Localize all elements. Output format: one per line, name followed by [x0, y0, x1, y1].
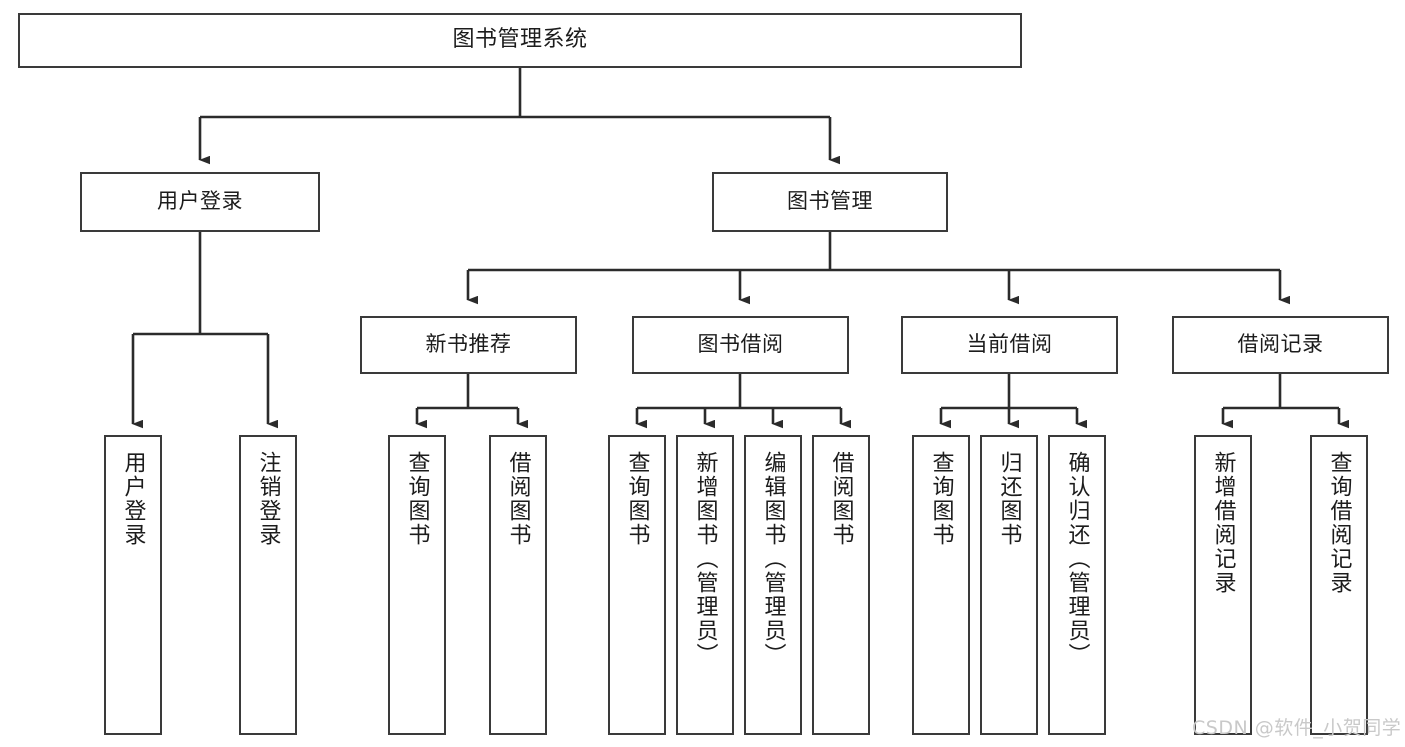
- node-leaf-edit-book[interactable]: 编辑图书（管理员）: [744, 435, 802, 735]
- node-label: 图书管理系统: [452, 27, 588, 53]
- node-user-login[interactable]: 用户登录: [80, 172, 320, 232]
- node-label: 归还图书: [996, 451, 1022, 547]
- node-label: 用户登录: [120, 451, 146, 547]
- node-label: 借阅图书: [828, 451, 854, 547]
- node-label: 用户登录: [157, 189, 243, 214]
- node-leaf-query-book-1[interactable]: 查询图书: [388, 435, 446, 735]
- node-root-book-management-system[interactable]: 图书管理系统: [18, 13, 1022, 68]
- node-leaf-query-book-3[interactable]: 查询图书: [912, 435, 970, 735]
- node-label: 新书推荐: [425, 332, 512, 357]
- node-current-borrow[interactable]: 当前借阅: [901, 316, 1118, 374]
- node-leaf-borrow-book-1[interactable]: 借阅图书: [489, 435, 547, 735]
- node-label: 当前借阅: [966, 332, 1053, 357]
- node-new-book-recommend[interactable]: 新书推荐: [360, 316, 577, 374]
- node-label: 查询借阅记录: [1326, 451, 1352, 595]
- node-label: 查询图书: [404, 451, 430, 547]
- node-book-borrow[interactable]: 图书借阅: [632, 316, 849, 374]
- node-leaf-user-login[interactable]: 用户登录: [104, 435, 162, 735]
- node-borrow-record[interactable]: 借阅记录: [1172, 316, 1389, 374]
- node-label: 查询图书: [624, 451, 650, 547]
- node-leaf-borrow-book-2[interactable]: 借阅图书: [812, 435, 870, 735]
- node-label: 注销登录: [255, 451, 281, 547]
- node-label: 新增图书（管理员）: [692, 451, 718, 667]
- node-leaf-return-book[interactable]: 归还图书: [980, 435, 1038, 735]
- node-leaf-add-book[interactable]: 新增图书（管理员）: [676, 435, 734, 735]
- node-label: 新增借阅记录: [1210, 451, 1236, 595]
- node-leaf-confirm-return[interactable]: 确认归还（管理员）: [1048, 435, 1106, 735]
- node-book-management[interactable]: 图书管理: [712, 172, 948, 232]
- node-label: 确认归还（管理员）: [1064, 451, 1090, 667]
- node-label: 借阅图书: [505, 451, 531, 547]
- node-leaf-query-record[interactable]: 查询借阅记录: [1310, 435, 1368, 735]
- node-label: 图书管理: [787, 189, 873, 214]
- node-label: 图书借阅: [697, 332, 784, 357]
- node-leaf-logout-login[interactable]: 注销登录: [239, 435, 297, 735]
- node-label: 查询图书: [928, 451, 954, 547]
- node-label: 编辑图书（管理员）: [760, 451, 786, 667]
- node-leaf-query-book-2[interactable]: 查询图书: [608, 435, 666, 735]
- node-label: 借阅记录: [1237, 332, 1324, 357]
- node-leaf-add-record[interactable]: 新增借阅记录: [1194, 435, 1252, 735]
